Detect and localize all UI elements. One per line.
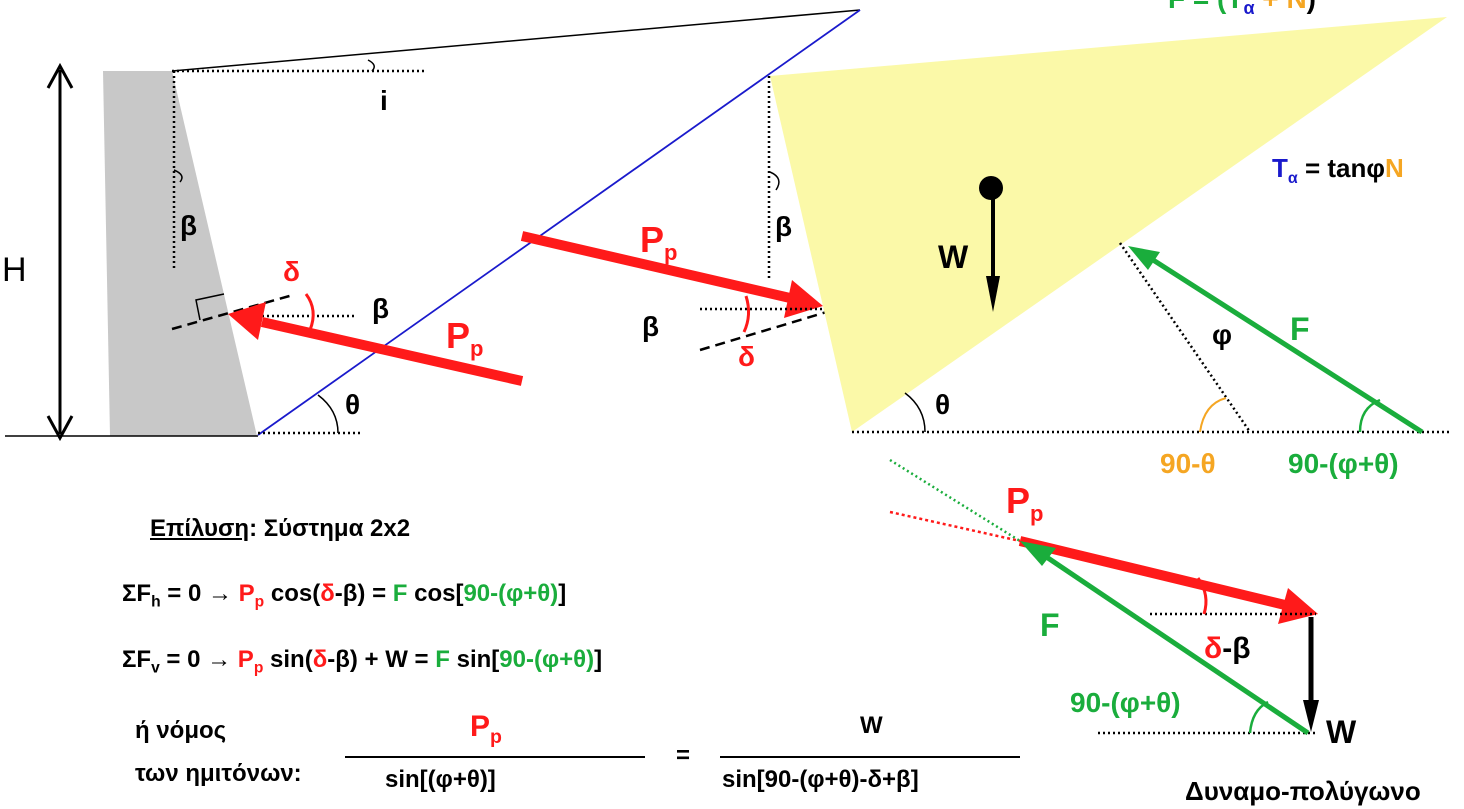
backfill-surface	[171, 9, 861, 72]
label-i: i	[380, 85, 388, 116]
f-arrow-wedge	[1148, 255, 1424, 435]
ninety-phi-theta-arc	[1358, 398, 1381, 433]
law-of-sines-label-2: των ημιτόνων:	[135, 760, 302, 787]
label-delta-beta: δ-β	[1204, 632, 1251, 665]
polygon-angle-arc	[1248, 700, 1269, 734]
wall	[103, 71, 257, 436]
label-phi: φ	[1212, 319, 1232, 350]
pp-line-extension	[889, 510, 1021, 543]
label-w-polygon: W	[1326, 714, 1357, 750]
label-beta-middle: β	[642, 311, 659, 342]
ninety-theta-arc	[1199, 397, 1227, 433]
beta-arc-left	[173, 169, 183, 183]
label-beta-left-top: β	[180, 210, 197, 241]
solution-title: Επίλυση: Σύστημα 2x2	[150, 515, 411, 542]
label-f-wedge: F	[1290, 311, 1310, 347]
fraction-2-numerator: W	[860, 712, 883, 739]
label-delta-left: δ	[283, 256, 300, 287]
right-angle-left	[195, 293, 225, 321]
equation-vertical: ΣFv = 0 → Pp sin(δ-β) + W = F sin[90-(φ+…	[122, 646, 603, 677]
label-ninety-phi-theta-polygon: 90-(φ+θ)	[1070, 687, 1181, 718]
label-top-formula: F = (Tα + N)	[1168, 0, 1316, 18]
label-w-wedge: W	[938, 239, 969, 275]
delta-beta-arc	[1196, 577, 1208, 615]
pp-arrow-middle	[520, 231, 792, 303]
soil-wedge	[770, 17, 1447, 432]
label-pp-middle: Pp	[640, 219, 677, 265]
fraction-1-numerator: Pp	[470, 710, 502, 748]
label-pp-left: Pp	[446, 315, 483, 361]
law-of-sines-label-1: ή νόμος	[135, 717, 227, 744]
pp-arrow-left	[260, 317, 524, 386]
label-pp-polygon: Pp	[1006, 480, 1043, 526]
label-delta-middle: δ	[738, 341, 755, 372]
label-beta-right: β	[775, 211, 792, 242]
label-f-polygon: F	[1040, 607, 1060, 643]
fraction-1-denominator: sin[(φ+θ)]	[385, 766, 496, 793]
delta-arc-left	[304, 293, 315, 331]
label-ninety-phi-theta: 90-(φ+θ)	[1288, 448, 1399, 479]
beta-arc-right	[769, 171, 780, 191]
i-angle-arc	[367, 59, 375, 72]
pp-arrow-polygon	[1018, 536, 1287, 610]
label-beta-left: β	[372, 293, 389, 324]
f-line-extension	[889, 458, 1021, 543]
label-theta-right: θ	[935, 389, 950, 420]
theta-arc-left	[317, 394, 339, 434]
normal-line	[1118, 242, 1252, 433]
theta-arc-right	[904, 392, 926, 433]
label-theta-left: θ	[345, 389, 360, 420]
fraction-2-denominator: sin[90-(φ+θ)-δ+β]	[722, 766, 919, 793]
label-dynamo-polygon: Δυναμο-πολύγωνο	[1185, 776, 1421, 806]
label-h: H	[2, 251, 27, 289]
label-ninety-theta: 90-θ	[1160, 448, 1216, 479]
equation-horizontal: ΣFh = 0 → Pp cos(δ-β) = F cos[90-(φ+θ)]	[122, 580, 567, 611]
delta-arc-middle	[742, 295, 751, 333]
label-ta-formula: Tα = tanφN	[1272, 153, 1404, 187]
equals-sign: =	[676, 742, 691, 769]
failure-plane	[257, 9, 861, 436]
wall-normal-left	[171, 293, 294, 331]
